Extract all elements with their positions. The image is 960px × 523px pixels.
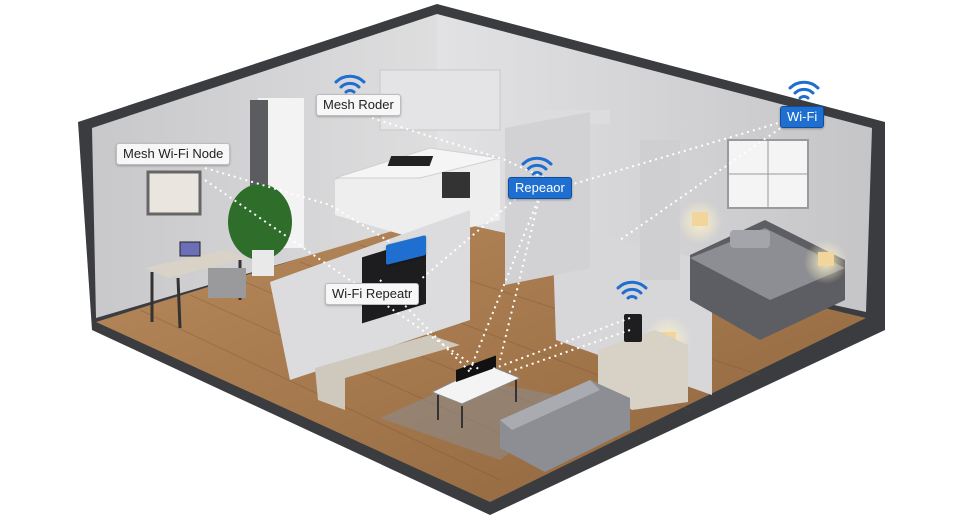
plant-icon (228, 184, 292, 276)
main-router-icon (456, 355, 496, 383)
bed-icon (690, 220, 845, 340)
wifi-repeater-label: Wi-Fi Repeatr (325, 283, 420, 305)
signal-lines (204, 117, 796, 376)
router-icon (624, 314, 642, 342)
mesh-router-label: Mesh Roder (316, 94, 401, 116)
wall-picture (146, 170, 202, 216)
wifi-icon (334, 74, 820, 300)
sideboard (598, 330, 688, 410)
repeater-label: Repeaor (508, 177, 572, 199)
bedroom-window (727, 139, 809, 209)
mesh-node-label: Mesh Wi-Fi Node (116, 143, 231, 165)
tv-console (315, 335, 460, 410)
desk (145, 241, 248, 329)
wifi-label: Wi-Fi (780, 106, 825, 128)
sofa-icon (500, 380, 630, 472)
laptop-icon (179, 241, 201, 257)
rug (380, 378, 580, 460)
